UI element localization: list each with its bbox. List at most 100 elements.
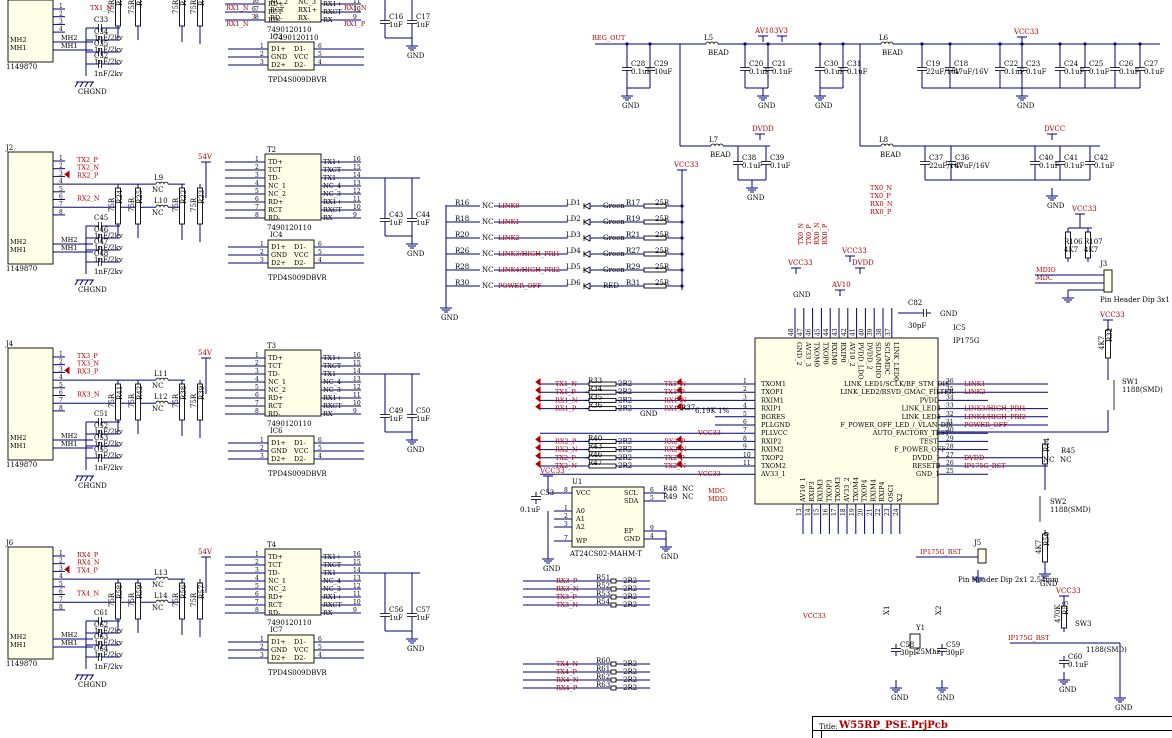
title-block-col: [821, 731, 822, 738]
connector-pin-number: 4: [59, 178, 63, 185]
pullup-value: 4K7: [1064, 246, 1078, 254]
transformer-pin-label: TCT: [268, 166, 282, 174]
vcc33-label: VCC33: [673, 161, 699, 169]
decoupling-cap-value: 47uF/16V: [954, 68, 990, 76]
nc-label: NC: [152, 405, 163, 413]
port-net: TX4_P: [77, 566, 98, 574]
ic-pin-number: 32: [946, 411, 954, 418]
led-ref: LD2: [566, 215, 581, 223]
series-resistor-ref: R62: [596, 673, 610, 681]
mounting-hole-label: MH2: [10, 633, 26, 641]
tvs-pin-number: 2: [260, 445, 264, 452]
ic-pin-label: X2: [896, 493, 904, 502]
capacitor-ref: C59: [946, 641, 960, 649]
port-arrow: [64, 170, 70, 179]
ic-pin-label: F_POWER_OFF_LED_/_VLAN_DIS: [840, 421, 952, 429]
nc-label: NC: [482, 202, 493, 210]
ground-label: GND: [640, 410, 658, 418]
ic-pin-label: WP: [576, 537, 588, 545]
decoupling-cap-ref: C22: [1004, 60, 1018, 68]
resistor-ref: R58: [116, 585, 124, 599]
ic-pin-number: 10: [743, 452, 751, 459]
ic-pin-number: 5: [650, 495, 654, 502]
junction-dot: [1113, 42, 1117, 46]
ic-pin-number: 48: [788, 328, 795, 336]
port-arrow: [535, 402, 541, 411]
transformer-pin-label: TX1-: [323, 370, 338, 378]
connector-pin-number: 1: [59, 550, 63, 557]
tvs-pin-number: 1: [260, 636, 264, 643]
ic5-top-net: RX0_N: [870, 200, 893, 208]
ic-pin-label: VCC: [575, 489, 591, 497]
tvs-pin-label: D1-: [294, 439, 306, 447]
tvs-pin-number: 2: [260, 249, 264, 256]
tvs-part: TPD4S009DBVR: [268, 669, 327, 677]
port-net: RX2_P: [77, 171, 99, 179]
poe-54v-label: 54V: [198, 548, 213, 556]
inductor-coil: [159, 181, 165, 185]
capacitor-ref: C61: [94, 609, 108, 617]
tvs-pin-number: 6: [318, 437, 322, 444]
3v3-label: 3V3: [774, 27, 788, 35]
led-resistor-ref: R17: [626, 199, 640, 207]
transformer-pin-number: 6: [255, 392, 259, 399]
port1-pin-label: RCT: [270, 6, 285, 14]
inductor-coil: [159, 204, 165, 208]
led-ref: LD3: [566, 231, 581, 239]
ic-pin-number: 33: [946, 403, 954, 410]
vcc33-net: VCC33: [697, 429, 721, 437]
ic-pin-number: 22: [875, 508, 882, 516]
transformer-pin-label: RX1+: [323, 0, 342, 8]
ic-pin-number: 35: [946, 386, 954, 393]
pin-header: [977, 548, 987, 564]
transformer-pin-label: NC_3: [323, 190, 341, 198]
ic-pin-label: AUTO_FACTORY_TEST: [872, 429, 950, 437]
transformer-pin-label: TXCT: [323, 166, 342, 174]
connector-pin-number: 3: [59, 366, 63, 373]
transformer-pin-number: 12: [353, 384, 361, 391]
led-color: Green: [603, 266, 625, 274]
transformer-pin-label: NC_2: [268, 190, 286, 198]
inductor-ref: L10: [154, 197, 168, 205]
ic5-right-net: LINK1: [964, 380, 986, 388]
tvs-pin-label: D2-: [294, 259, 306, 267]
resistor-ref: R56: [180, 584, 188, 599]
tvs-pin-number: 4: [318, 453, 322, 460]
ic-pin-label: BGRES: [761, 413, 785, 421]
inductor-coil: [155, 576, 161, 580]
port3-net: RX3_P: [556, 577, 578, 585]
capacitor-value: 1nF/2kv: [94, 464, 123, 472]
series-resistor-value: 2R2: [623, 601, 637, 609]
r49-ref: R49: [663, 493, 677, 501]
transformer-pin-number: 4: [255, 180, 259, 187]
switch-ref: SW3: [1075, 620, 1091, 628]
ic-pin-label: GND_2: [795, 342, 803, 365]
junction-dot: [1083, 42, 1087, 46]
transformer-ref: T3: [267, 342, 276, 350]
ic-pin-label: RXIM4: [869, 479, 877, 502]
ic-pin-number: 16: [822, 508, 829, 516]
port1-pin: 1: [252, 0, 256, 5]
decoupling-cap-value: 0.1uF: [1039, 162, 1060, 170]
nc-label: NC: [152, 209, 163, 217]
capacitor-ref: C49: [389, 407, 403, 415]
connector-ref: J6: [5, 539, 14, 547]
led-resistor-ref: R26: [455, 247, 470, 255]
transformer-pin-label: TXCT: [323, 362, 342, 370]
tvs-pin-label: D1+: [271, 45, 286, 53]
port-net: RX4_P: [77, 551, 99, 559]
series-resistor-value: 2R2: [623, 676, 637, 684]
eeprom-part: AT24CS02-MAHM-T: [569, 550, 642, 558]
led-net-label: LINK4/HIGH_PRI2: [498, 266, 560, 274]
transformer-pin-number: 5: [255, 384, 259, 391]
transformer-pin-number: 11: [353, 0, 361, 5]
junction-dot: [948, 42, 952, 46]
series-resistor-value: 2R2: [623, 668, 637, 676]
junction-dot: [841, 42, 845, 46]
tvs-pin-number: 5: [318, 249, 322, 256]
capacitor-value: 1uF: [416, 21, 430, 29]
ic-pin-number: 1: [564, 505, 568, 512]
tvs-pin-label: D1+: [271, 638, 286, 646]
transformer-pin-label: RD+: [268, 394, 284, 402]
switch-ref: SW1: [1122, 378, 1138, 386]
